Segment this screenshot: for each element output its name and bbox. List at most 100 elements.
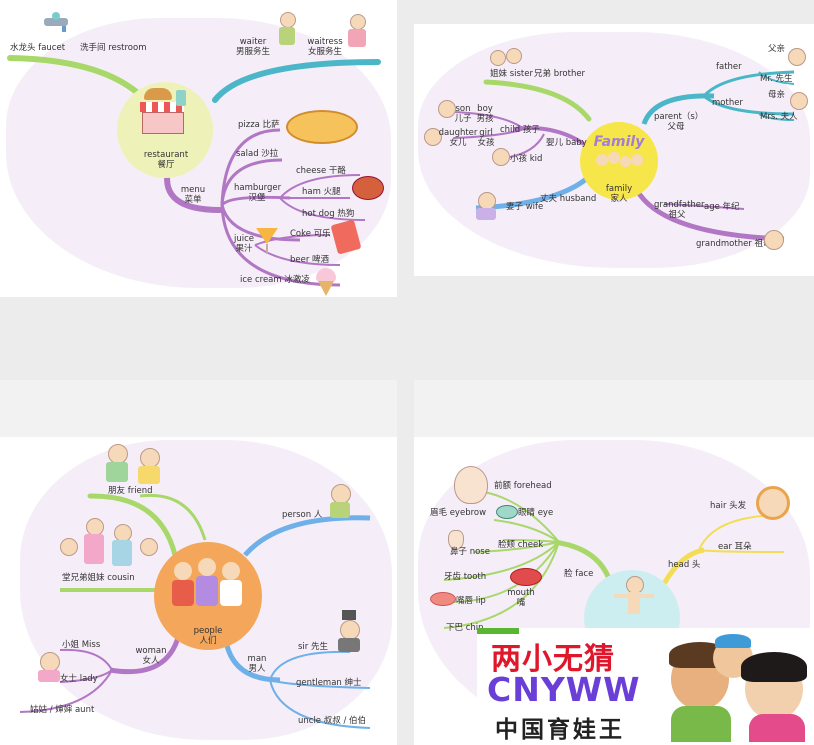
family-group-icon — [596, 152, 644, 174]
father-icon — [788, 48, 806, 66]
face-label: 脸 face — [564, 569, 594, 579]
baby-label: 婴儿 baby — [546, 138, 587, 148]
head-outline-icon — [454, 466, 488, 504]
parent-label: parent（s）父母 — [654, 112, 704, 132]
grandmother-icon — [764, 230, 784, 250]
person-icon — [330, 484, 351, 520]
kids-mascot-image — [665, 634, 811, 742]
faucet-label: 水龙头 faucet — [10, 43, 66, 53]
brand-slogan: 中国育娃王 — [495, 717, 625, 743]
waitress-icon — [347, 14, 367, 48]
kid-label: 小孩 kid — [510, 154, 543, 164]
cousin-label: 堂兄弟姐妹 cousin — [62, 573, 135, 583]
nose-icon — [448, 530, 464, 550]
waiter-icon — [277, 12, 297, 46]
nose-label: 鼻子 nose — [450, 547, 490, 557]
family-logo-text: Family — [593, 134, 645, 150]
salad-label: salad 沙拉 — [236, 149, 279, 159]
tooth-label: 牙齿 tooth — [444, 572, 487, 582]
cheese-label: cheese 干酪 — [296, 166, 346, 176]
cheek-label: 脸颊 cheek — [498, 540, 544, 550]
father-label: father — [716, 62, 742, 72]
lip-icon — [430, 592, 456, 606]
faucet-icon — [42, 12, 70, 34]
lady-icon — [38, 652, 62, 682]
mother-icon — [790, 92, 808, 110]
chin-label: 下巴 chin — [446, 623, 484, 633]
brand-name-cn: 两小无猜 — [491, 642, 615, 677]
restroom-label: 洗手间 restroom — [80, 43, 147, 53]
wife-icon — [476, 192, 496, 220]
lip-label: 嘴唇 lip — [456, 596, 486, 606]
icecream-label: ice cream 冰激凌 — [240, 275, 310, 285]
grandmother-label: grandmother 祖母 — [696, 239, 772, 249]
mother-cn-label: 母亲 — [768, 90, 786, 100]
daughter-icon — [424, 128, 442, 146]
ear-label: ear 耳朵 — [718, 542, 752, 552]
baby-icon — [438, 100, 456, 118]
eye-icon — [496, 505, 518, 519]
uncle-label: uncle 叔叔 / 伯伯 — [298, 716, 367, 726]
father-cn-label: 父亲 — [768, 44, 786, 54]
icecream-icon — [316, 268, 336, 296]
eye-label: 眼睛 eye — [518, 508, 554, 518]
hair-label: hair 头发 — [710, 501, 747, 511]
beer-label: beer 啤酒 — [290, 255, 330, 265]
sister-brother-icon — [490, 48, 524, 68]
miss-label: 小姐 Miss — [62, 640, 101, 650]
people-group-icon — [170, 556, 246, 608]
age-label: age 年纪 — [704, 202, 740, 212]
hotdog-label: hot dog 热狗 — [302, 209, 355, 219]
friend-label: 朋友 friend — [108, 486, 153, 496]
mrs-label: Mrs. 夫人 — [760, 112, 798, 122]
kid-icon — [492, 148, 510, 166]
mouth-icon — [510, 568, 542, 586]
person-label: person 人 — [282, 510, 323, 520]
sister-label: 姐妹 sister — [490, 69, 533, 79]
aunt-label: 姑姑 / 婶婶 aunt — [30, 705, 95, 715]
brand-watermark: 两小无猜 CNYWW 中国育娃王 — [477, 628, 814, 745]
lady-label: 女士 lady — [60, 674, 98, 684]
restaurant-building-icon — [140, 88, 190, 134]
pizza-icon — [286, 110, 358, 144]
head-label: head 头 — [668, 560, 701, 570]
brand-accent-bar — [477, 628, 519, 634]
child-label: child 孩子 — [500, 125, 540, 135]
juice-glass-icon — [256, 222, 278, 254]
hair-icon — [756, 486, 790, 520]
wife-label: 妻子 wife — [506, 202, 544, 212]
sir-icon — [338, 610, 360, 652]
cousins-icon — [60, 514, 160, 570]
eyebrow-label: 眉毛 eyebrow — [430, 508, 487, 518]
mr-label: Mr. 先生 — [760, 74, 793, 84]
mother-label: mother — [712, 98, 743, 108]
pizza-label: pizza 比萨 — [238, 120, 280, 130]
husband-label: 丈夫 husband — [540, 194, 597, 204]
forehead-label: 前额 forehead — [494, 481, 552, 491]
friends-icon — [102, 440, 166, 486]
brand-name-en: CNYWW — [487, 670, 641, 709]
ham-icon — [352, 176, 384, 200]
coke-label: Coke 可乐 — [290, 229, 331, 239]
body-figure-icon — [614, 576, 654, 616]
gentleman-label: gentleman 绅士 — [296, 678, 362, 688]
brother-label: 兄弟 brother — [534, 69, 586, 79]
